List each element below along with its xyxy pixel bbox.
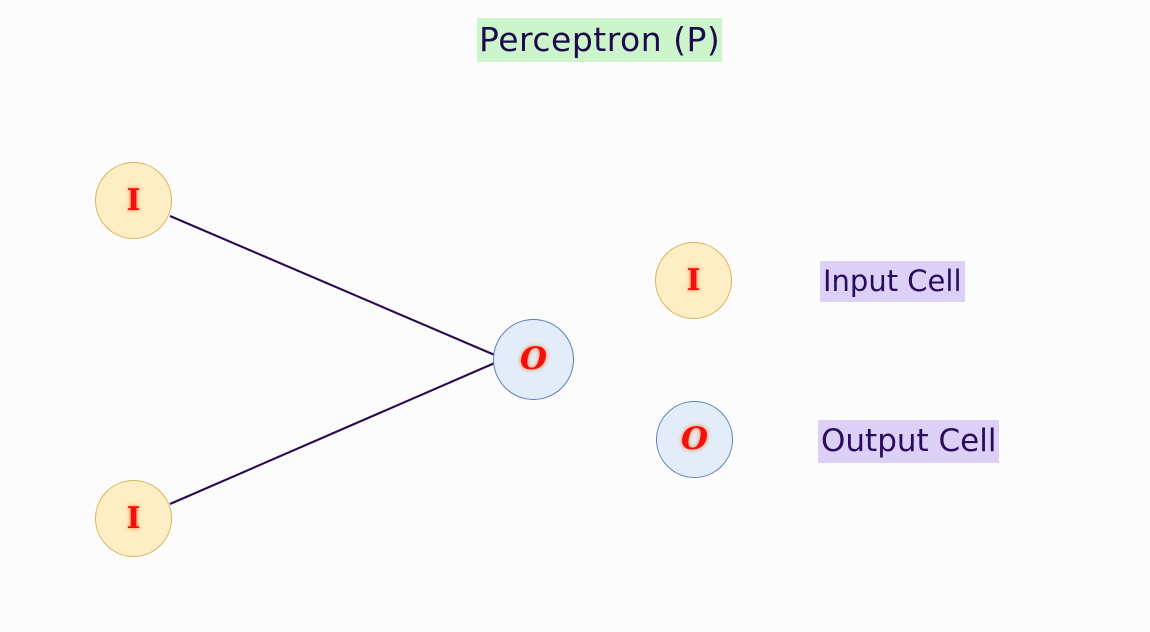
legend-label-output-cell: Output Cell — [818, 420, 1000, 463]
legend-label-input-cell-text: Input Cell — [820, 261, 965, 302]
legend-swatch-input-cell: I — [655, 242, 732, 319]
edge-input-bottom-to-output — [169, 361, 498, 505]
node-input-top[interactable]: I — [95, 162, 172, 239]
legend-swatch-label: I — [686, 262, 701, 298]
page-title-text: Perceptron (P) — [477, 18, 723, 62]
node-input-bottom[interactable]: I — [95, 480, 172, 557]
page-title: Perceptron (P) — [477, 18, 723, 62]
legend-label-output-cell-text: Output Cell — [818, 420, 1000, 463]
legend-swatch-output-cell: O — [656, 401, 733, 478]
legend-swatch-label: O — [680, 421, 708, 457]
legend-label-input-cell: Input Cell — [820, 261, 965, 302]
edge-input-top-to-output — [169, 215, 498, 357]
node-label: I — [126, 500, 141, 536]
node-label: O — [519, 341, 547, 377]
node-output-main[interactable]: O — [493, 319, 574, 400]
node-label: I — [126, 182, 141, 218]
